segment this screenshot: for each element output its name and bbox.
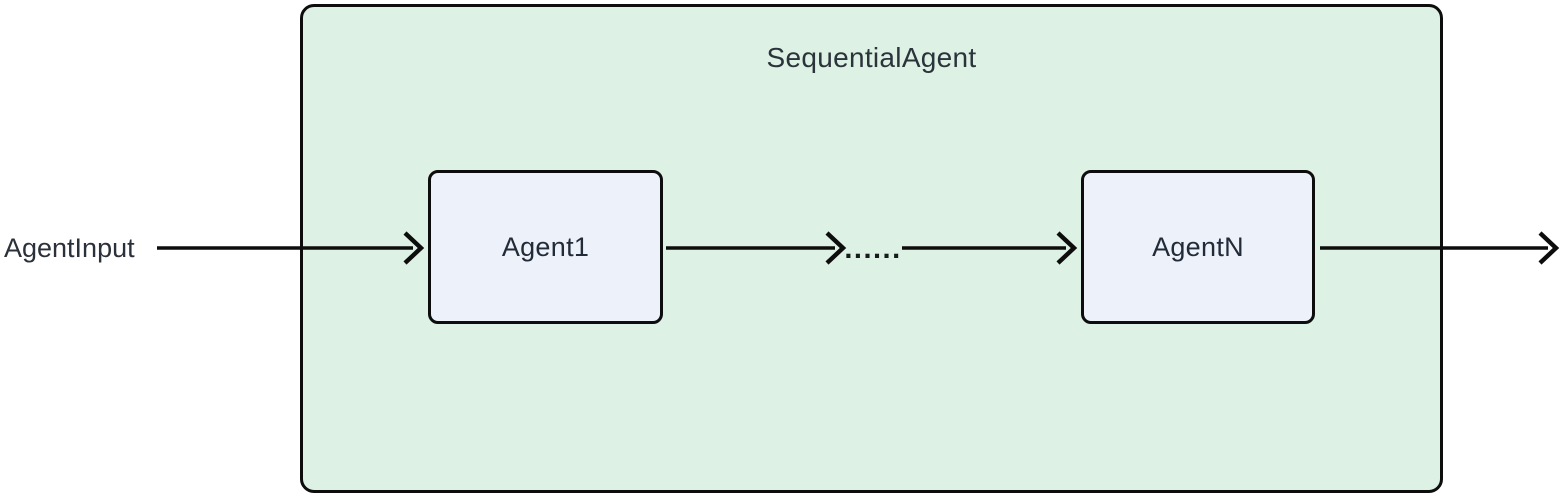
ellipsis-edge-label: ...... <box>844 233 902 265</box>
node-agent1-label: Agent1 <box>501 231 590 262</box>
node-agent1: Agent1 <box>428 170 663 324</box>
cluster-title: SequentialAgent <box>766 42 977 73</box>
agent-input-label: AgentInput <box>4 233 135 263</box>
node-agentn-label: AgentN <box>1152 231 1244 262</box>
node-agentn: AgentN <box>1081 170 1315 324</box>
